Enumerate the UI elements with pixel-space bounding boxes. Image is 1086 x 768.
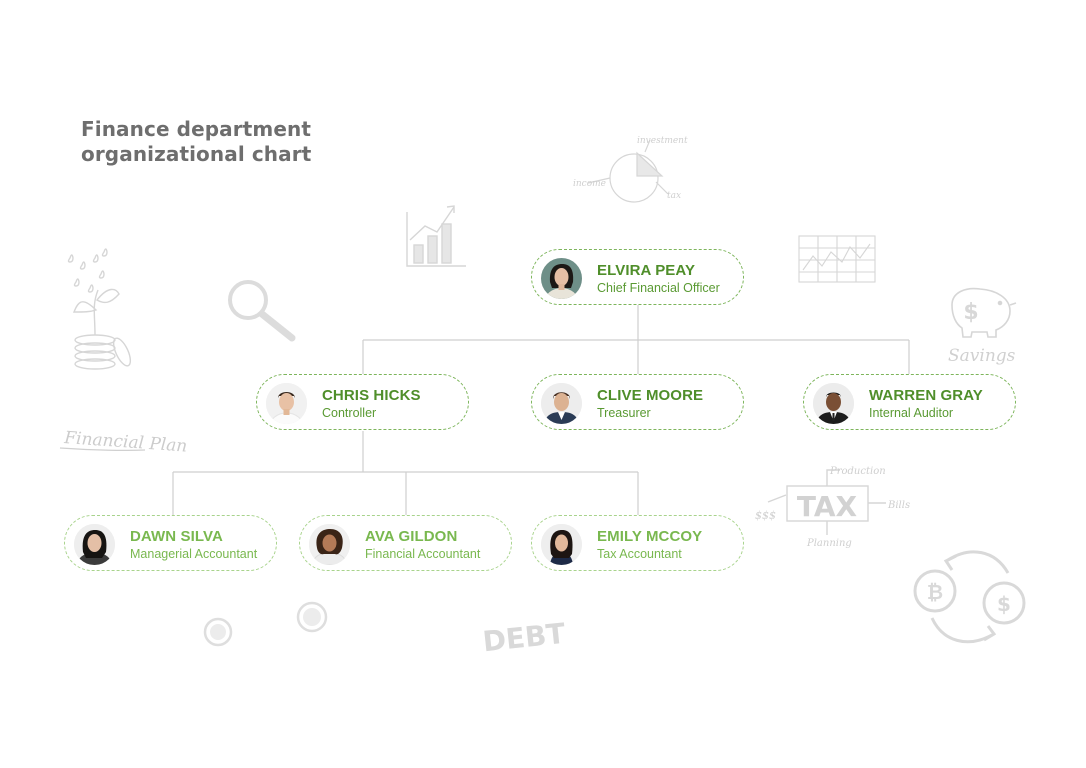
person-role: Chief Financial Officer: [597, 281, 720, 295]
crypto-exchange-icon: [913, 550, 1026, 644]
person-name: AVA GILDON: [365, 528, 458, 545]
person-role: Managerial Accountant: [130, 547, 258, 561]
bills-label: Bills: [887, 500, 910, 511]
avatar-financial-accountant: [309, 524, 350, 565]
investment-label: investment: [637, 136, 688, 146]
magnifier-icon: [228, 280, 296, 342]
person-role: Internal Auditor: [869, 406, 954, 420]
planning-label: Planning: [806, 538, 852, 549]
person-role: Financial Accountant: [365, 547, 481, 561]
chart-title: Finance department organizational chart: [81, 117, 311, 167]
piggy-dollar-sign: $: [963, 300, 978, 325]
savings-label: Savings: [948, 346, 1016, 366]
production-label: Production: [829, 466, 886, 477]
bar-chart-icon: [406, 205, 466, 267]
coin-icon: [203, 601, 328, 647]
avatar-cfo: [541, 258, 582, 299]
dollars-label: $$$: [755, 509, 776, 522]
chart-title-line-2: organizational chart: [81, 142, 312, 166]
person-name: CLIVE MOORE: [597, 387, 704, 404]
org-node-tax-accountant[interactable]: EMILY MCCOY Tax Accountant: [531, 515, 744, 571]
avatar-treasurer: [541, 383, 582, 424]
income-label: income: [573, 179, 606, 189]
tax-small-label: tax: [667, 191, 681, 201]
financial-plan-underline: [59, 447, 146, 451]
org-node-managerial-accountant[interactable]: DAWN SILVA Managerial Accountant: [64, 515, 277, 571]
stock-chart-icon: [798, 235, 876, 283]
avatar-auditor: [813, 383, 854, 424]
tax-box-icon: [767, 469, 886, 535]
piggy-bank-icon: [951, 287, 1017, 338]
dollar-symbol: $: [997, 592, 1011, 616]
org-node-treasurer[interactable]: CLIVE MOORE Treasurer: [531, 374, 744, 430]
avatar-controller: [266, 383, 307, 424]
chart-title-line-1: Finance department: [81, 117, 311, 141]
person-name: CHRIS HICKS: [322, 387, 421, 404]
person-name: WARREN GRAY: [869, 387, 983, 404]
person-role: Controller: [322, 406, 377, 420]
avatar-managerial-accountant: [74, 524, 115, 565]
person-role: Tax Accountant: [597, 547, 682, 561]
tax-label: TAX: [797, 490, 858, 523]
org-node-cfo[interactable]: ELVIRA PEAY Chief Financial Officer: [531, 249, 744, 305]
person-name: DAWN SILVA: [130, 528, 223, 545]
person-role: Treasurer: [597, 406, 651, 420]
org-node-controller[interactable]: CHRIS HICKS Controller: [256, 374, 469, 430]
org-node-auditor[interactable]: WARREN GRAY Internal Auditor: [803, 374, 1016, 430]
person-name: EMILY MCCOY: [597, 528, 703, 545]
org-node-financial-accountant[interactable]: AVA GILDON Financial Accountant: [299, 515, 512, 571]
plant-coins-icon: [67, 248, 132, 370]
pie-chart-icon: [587, 139, 669, 203]
bitcoin-symbol: ₿: [927, 580, 943, 604]
person-name: ELVIRA PEAY: [597, 262, 696, 279]
avatar-tax-accountant: [541, 524, 582, 565]
